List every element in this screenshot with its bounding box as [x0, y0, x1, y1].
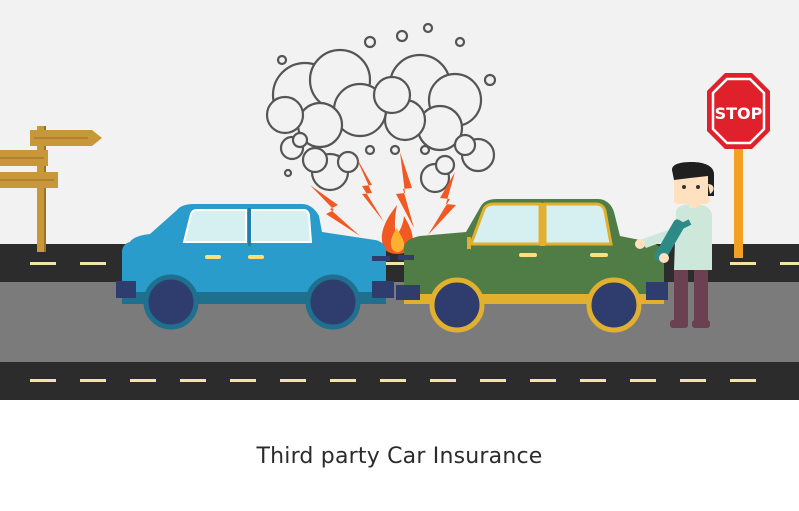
green-car-icon: [396, 199, 668, 333]
lane-dash: [280, 379, 306, 382]
lane-dash: [480, 379, 506, 382]
lane-dash: [380, 262, 406, 265]
lane-dash: [780, 262, 799, 265]
stop-sign-text: STOP: [715, 104, 763, 123]
lane-dash: [230, 379, 256, 382]
caption-text: Third party Car Insurance: [256, 444, 543, 469]
person-icon: [635, 162, 714, 328]
caption-area: Third party Car Insurance: [0, 400, 799, 511]
signpost-icon: [0, 126, 102, 252]
lane-dash: [430, 379, 456, 382]
lane-dash: [380, 379, 406, 382]
stop-sign-icon: STOP: [707, 73, 770, 258]
lane-dash: [180, 379, 206, 382]
lane-dash: [580, 379, 606, 382]
accident-illustration: STOP: [0, 22, 799, 400]
lane-dash: [80, 379, 106, 382]
lane-dash: [330, 379, 356, 382]
smoke-cloud-icon: [265, 22, 497, 194]
lane-dash: [80, 262, 106, 265]
lane-dash: [730, 262, 756, 265]
lane-dash: [730, 379, 756, 382]
lane-dash: [30, 262, 56, 265]
lane-dash: [130, 379, 156, 382]
spark-icon: [310, 152, 456, 236]
fire-icon: [381, 205, 413, 254]
blue-car-icon: [116, 204, 394, 330]
lane-dash: [530, 379, 556, 382]
lane-dash: [680, 379, 706, 382]
lane-dash: [30, 379, 56, 382]
lane-dash: [630, 379, 656, 382]
